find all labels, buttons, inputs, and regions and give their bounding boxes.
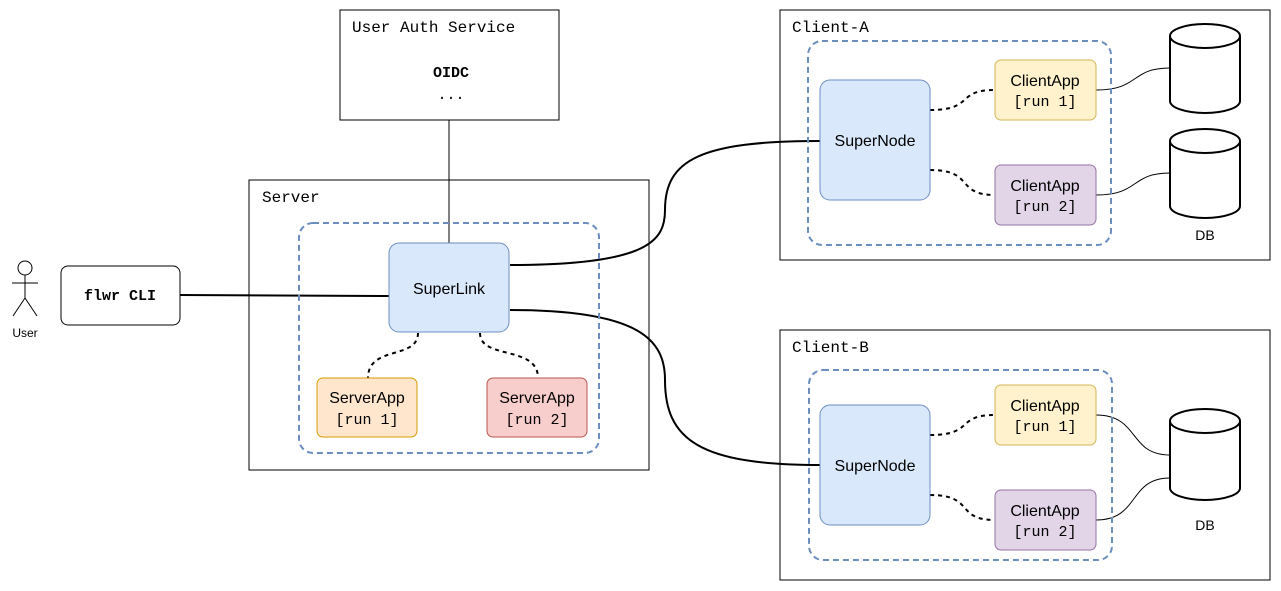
client-a-supernode-label: SuperNode xyxy=(835,133,916,150)
client-b-clientapp-run2-run: [run 2] xyxy=(1013,524,1076,541)
client-a-supernode[interactable] xyxy=(819,79,931,201)
serverapp-run1-run: [run 1] xyxy=(335,412,398,429)
user-label: User xyxy=(12,326,37,340)
serverapp-run2-run: [run 2] xyxy=(505,412,568,429)
serverapp-run2-node[interactable] xyxy=(486,377,588,438)
serverapp-run1-node[interactable] xyxy=(316,377,418,438)
client-b-db-label: DB xyxy=(1195,517,1214,533)
client-b-db-icon xyxy=(1169,408,1241,501)
client-b-container: Client-B SuperNode ClientApp [run 1] Cli… xyxy=(779,329,1271,581)
client-b-clientapp-run2[interactable] xyxy=(994,489,1097,551)
server-title: Server xyxy=(262,189,320,207)
client-b-clientapp-run2-name: ClientApp xyxy=(1010,503,1079,520)
client-b-run2-link xyxy=(929,494,996,521)
client-a-clientapp-run1[interactable] xyxy=(994,59,1097,121)
superlink-to-client-a-edge xyxy=(509,140,821,266)
client-b-title: Client-B xyxy=(792,339,869,357)
client-b-clientapp-run1-run: [run 1] xyxy=(1013,419,1076,436)
client-b-supernode-label: SuperNode xyxy=(835,458,916,475)
client-a-db2-icon xyxy=(1169,128,1241,219)
superlink-serverapp2-link xyxy=(479,332,539,379)
serverapp-run1-name: ServerApp xyxy=(329,390,405,407)
auth-oidc-label: OIDC xyxy=(433,65,469,82)
client-b-clientapp-run1-name: ClientApp xyxy=(1010,398,1079,415)
client-b-run2-db-link xyxy=(1095,477,1171,521)
client-b-run1-link xyxy=(929,414,996,436)
client-a-run2-db-link xyxy=(1095,172,1171,196)
client-a-db1-icon xyxy=(1169,23,1241,114)
superlink-label: SuperLink xyxy=(413,281,486,298)
cli-label: flwr CLI xyxy=(84,288,156,305)
superlink-to-client-b-edge xyxy=(509,309,821,466)
client-a-dashed-group xyxy=(807,40,1112,246)
client-b-supernode[interactable] xyxy=(819,404,931,526)
client-a-clientapp-run2[interactable] xyxy=(994,164,1097,226)
client-a-clientapp-run2-name: ClientApp xyxy=(1010,178,1079,195)
superlink-node[interactable] xyxy=(388,242,510,333)
auth-service-box xyxy=(339,9,560,121)
client-a-run1-db-link xyxy=(1095,67,1171,91)
client-b-run1-db-link xyxy=(1095,414,1171,456)
cli-box xyxy=(60,265,181,326)
client-a-container: Client-A SuperNode ClientApp [run 1] Cli… xyxy=(779,9,1271,261)
client-a-title: Client-A xyxy=(792,19,869,37)
auth-service-title: User Auth Service xyxy=(352,19,515,37)
auth-more-label: ... xyxy=(437,87,464,104)
user-actor-icon xyxy=(12,260,38,317)
connectors xyxy=(179,67,1171,521)
superlink-serverapp1-link xyxy=(367,332,419,379)
serverapp-run2-name: ServerApp xyxy=(499,390,575,407)
client-b-clientapp-run1[interactable] xyxy=(994,384,1097,446)
client-a-db-label: DB xyxy=(1195,227,1214,243)
client-a-clientapp-run1-run: [run 1] xyxy=(1013,94,1076,111)
client-a-run2-link xyxy=(929,169,996,196)
client-a-clientapp-run2-run: [run 2] xyxy=(1013,199,1076,216)
client-a-clientapp-run1-name: ClientApp xyxy=(1010,73,1079,90)
server-container: Server SuperLink ServerApp [run 1] Serve… xyxy=(248,179,650,471)
cli-to-superlink-edge xyxy=(179,294,390,297)
client-a-run1-link xyxy=(929,89,996,111)
server-dashed-group xyxy=(298,222,600,454)
